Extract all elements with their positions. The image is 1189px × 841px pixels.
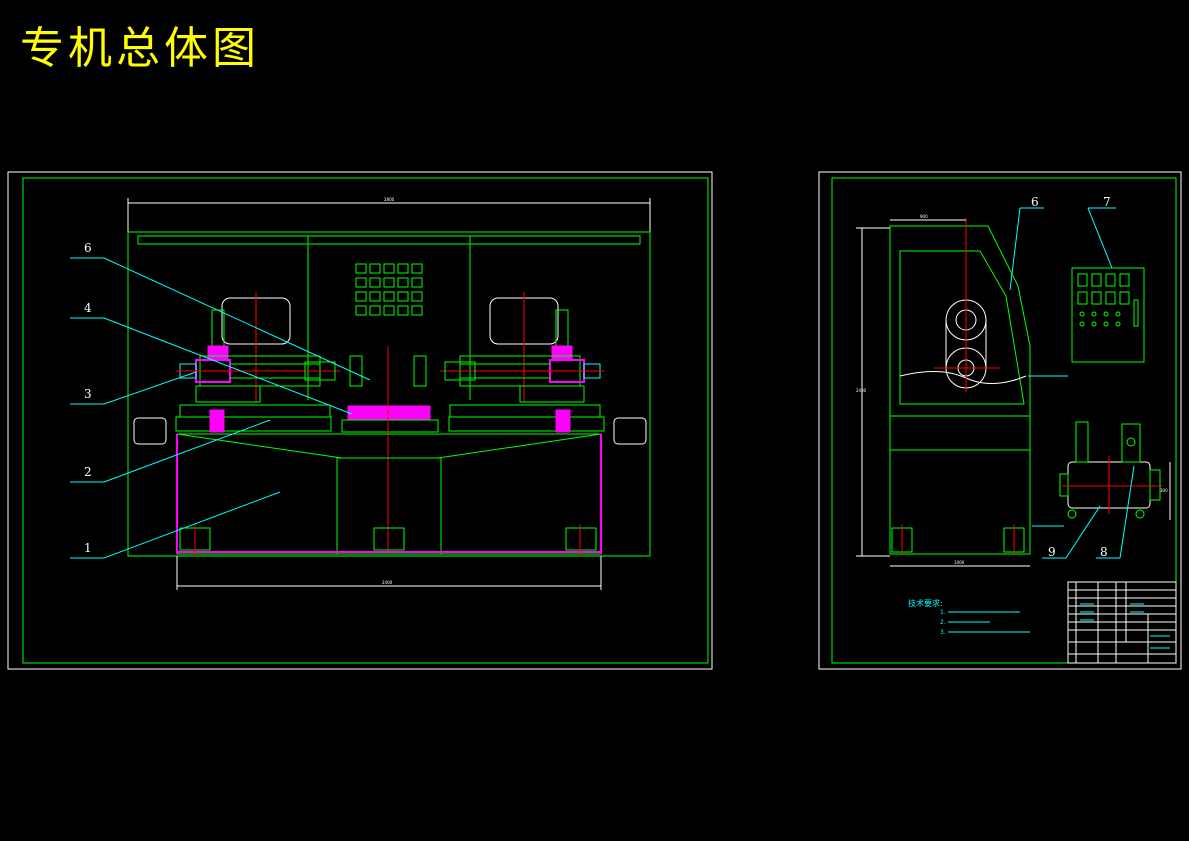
callout-label: 3: [84, 387, 92, 401]
drawing-title: 专机总体图: [20, 23, 260, 74]
sheet-inner-frame-right: [831, 177, 1177, 664]
tech-req-title: 技术要求:: [908, 598, 943, 608]
svg-text:300: 300: [1160, 488, 1168, 493]
lower-cabinet: [889, 415, 1031, 555]
svg-text:2400: 2400: [382, 580, 393, 585]
callout-label: 7: [1103, 195, 1111, 209]
sheet-inner-frame-left: [22, 177, 709, 664]
callout-label: 6: [84, 241, 92, 255]
side-view-sheet: 2400 900 1000 300: [818, 171, 1182, 670]
callout-label: 6: [1031, 195, 1039, 209]
sheet-border-left: [7, 171, 713, 670]
svg-text:2400: 2400: [856, 388, 867, 393]
left-feed-motor: [133, 417, 167, 445]
machine-base: [176, 433, 602, 556]
left-spindle-head: [175, 292, 340, 433]
right-feed-motor: [613, 417, 647, 445]
right-spindle-head: [440, 292, 605, 433]
electrical-cabinet: [1071, 267, 1145, 363]
tech-req-item: 3.: [940, 629, 946, 636]
top-rail: [137, 235, 641, 245]
front-view-sheet: 2800: [7, 171, 713, 670]
machine-housing: [127, 231, 651, 557]
title-block: [1067, 581, 1177, 664]
feed-motor-side: 300: [1059, 421, 1171, 520]
svg-text:900: 900: [920, 214, 928, 219]
control-panel-grid: [355, 263, 423, 316]
callout-label: 8: [1100, 545, 1108, 559]
tech-req-item: 1.: [940, 609, 946, 616]
center-fixture: [341, 346, 439, 550]
front-callouts: [70, 257, 371, 559]
tech-req-item: 2.: [940, 619, 946, 626]
callout-label: 4: [84, 301, 92, 315]
callout-label: 9: [1048, 545, 1056, 559]
svg-text:2800: 2800: [384, 197, 395, 202]
sheet-border-right: [818, 171, 1182, 670]
callout-label: 2: [84, 465, 92, 479]
callout-label: 1: [84, 541, 92, 555]
svg-text:1000: 1000: [954, 560, 965, 565]
